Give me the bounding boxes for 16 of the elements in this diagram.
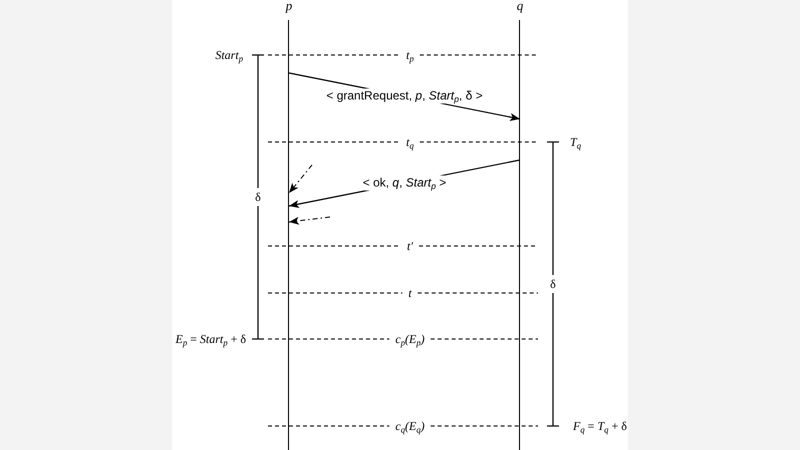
- time-label: t: [408, 286, 412, 300]
- time-label: c$_{p}$(E$_{p}$): [395, 332, 425, 346]
- event-label: Start$_{p}$: [215, 48, 243, 62]
- dimension-label: δ: [550, 277, 556, 291]
- formula-label: F$_{q}$ = T$_{q}$ + δ: [573, 419, 627, 433]
- formula-label: E$_{p}$ = Start$_{p}$ + δ: [175, 332, 246, 346]
- time-label: t$_{q}$: [406, 135, 414, 149]
- dimension-label: δ: [255, 190, 261, 204]
- dash-dot-arrow: [288, 164, 312, 194]
- lifeline-label: p: [285, 0, 293, 12]
- time-label: t$_{p}$: [406, 48, 414, 62]
- time-label: c$_{q}$(E$_{q}$): [395, 419, 425, 433]
- lifeline-label: q: [516, 0, 524, 12]
- dash-dot-arrow: [288, 216, 330, 225]
- time-label: t′: [407, 239, 413, 253]
- event-label: T$_{q}$: [570, 135, 581, 149]
